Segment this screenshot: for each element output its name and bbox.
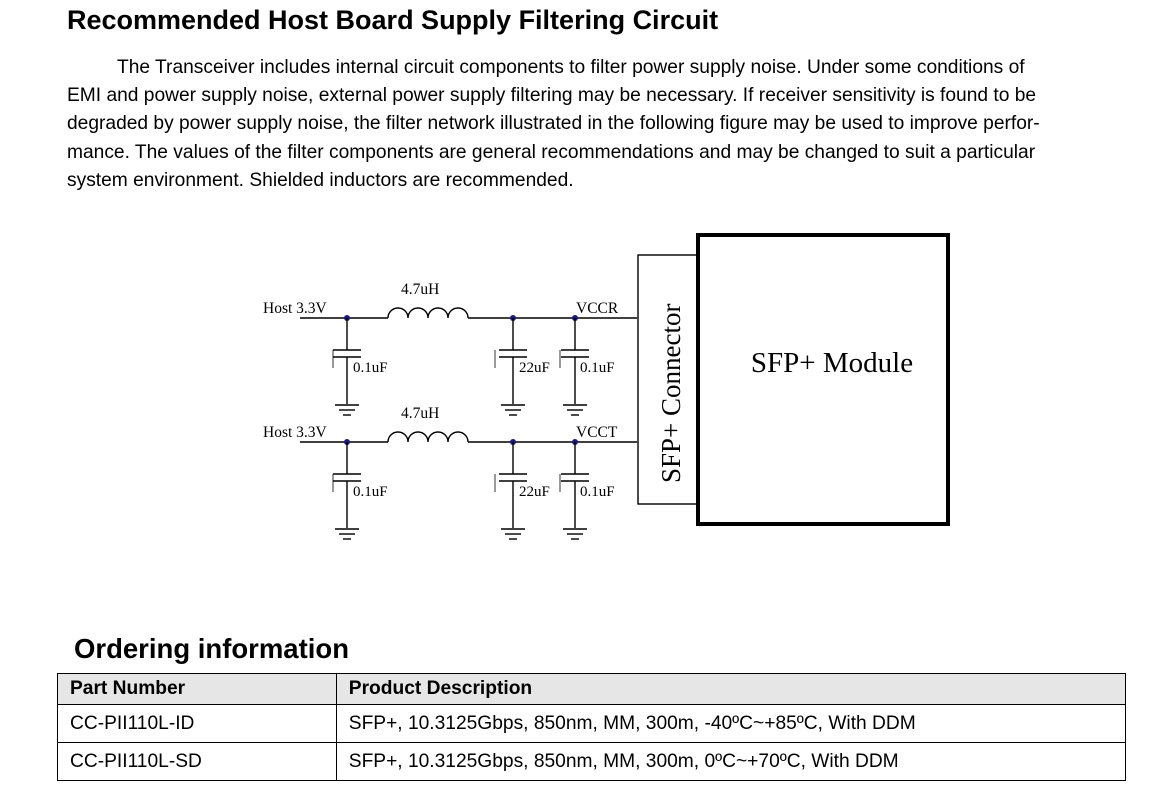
top-bulk-capacitor-icon	[494, 317, 528, 416]
part-number-cell: CC-PII110L-ID	[57, 704, 337, 743]
bottom-bulk-capacitor-icon	[494, 441, 528, 540]
table-row: CC-PII110L-ID SFP+, 10.3125Gbps, 850nm, …	[57, 704, 1127, 743]
table-header-row: Part Number Product Description	[57, 673, 1127, 705]
top-inductor-label: 4.7uH	[401, 281, 439, 298]
bottom-inductor-label: 4.7uH	[401, 405, 439, 422]
bottom-bulk-cap-label: 22uF	[519, 484, 550, 500]
top-rail-label: VCCR	[576, 300, 619, 317]
bottom-output-capacitor-icon	[559, 441, 590, 540]
bottom-filter-stage: Host 3.3V 4.7uH VCCT 0.1uF 22uF 0.1uF	[263, 405, 637, 540]
header-part-number: Part Number	[57, 673, 337, 705]
top-output-cap-label: 0.1uF	[580, 360, 615, 376]
top-input-capacitor-icon	[332, 317, 362, 416]
description-cell: SFP+, 10.3125Gbps, 850nm, MM, 300m, -40º…	[335, 704, 1127, 743]
connector-label: SFP+ Connector	[656, 303, 686, 483]
sfp-connector: SFP+ Connector	[637, 254, 698, 505]
paragraph-line: mance. The values of the filter componen…	[67, 141, 1036, 163]
paragraph-line: degraded by power supply noise, the filt…	[67, 113, 1040, 135]
bottom-input-label: Host 3.3V	[263, 424, 328, 441]
top-filter-stage: Host 3.3V 4.7uH VCCR 0.1uF 22uF 0.1uF	[263, 281, 637, 416]
paragraph-line: system environment. Shielded inductors a…	[67, 169, 574, 191]
bottom-input-capacitor-icon	[332, 441, 362, 540]
filter-circuit-diagram: Host 3.3V 4.7uH VCCR 0.1uF 22uF 0.1uF Ho	[263, 233, 950, 540]
header-product-description: Product Description	[335, 673, 1127, 705]
top-bulk-cap-label: 22uF	[519, 360, 550, 376]
page-title: Recommended Host Board Supply Filtering …	[67, 5, 719, 35]
ordering-title: Ordering information	[74, 633, 349, 664]
table-row: CC-PII110L-SD SFP+, 10.3125Gbps, 850nm, …	[57, 742, 1127, 781]
paragraph-line: EMI and power supply noise, external pow…	[67, 85, 1037, 107]
bottom-rail-label: VCCT	[576, 424, 618, 441]
bottom-output-cap-label: 0.1uF	[580, 484, 615, 500]
description-paragraph: The Transceiver includes internal circui…	[67, 54, 1127, 195]
top-input-label: Host 3.3V	[263, 300, 328, 317]
module-label: SFP+ Module	[751, 347, 913, 379]
paragraph-line: The Transceiver includes internal circui…	[117, 57, 1025, 78]
top-input-cap-label: 0.1uF	[353, 360, 388, 376]
part-number-cell: CC-PII110L-SD	[57, 742, 337, 781]
description-cell: SFP+, 10.3125Gbps, 850nm, MM, 300m, 0ºC~…	[335, 742, 1127, 781]
top-output-capacitor-icon	[559, 317, 590, 416]
sfp-module: SFP+ Module	[696, 233, 950, 526]
ordering-table: Part Number Product Description CC-PII11…	[57, 673, 1127, 781]
top-inductor-icon	[387, 307, 469, 319]
bottom-input-cap-label: 0.1uF	[353, 484, 388, 500]
bottom-inductor-icon	[387, 431, 469, 443]
